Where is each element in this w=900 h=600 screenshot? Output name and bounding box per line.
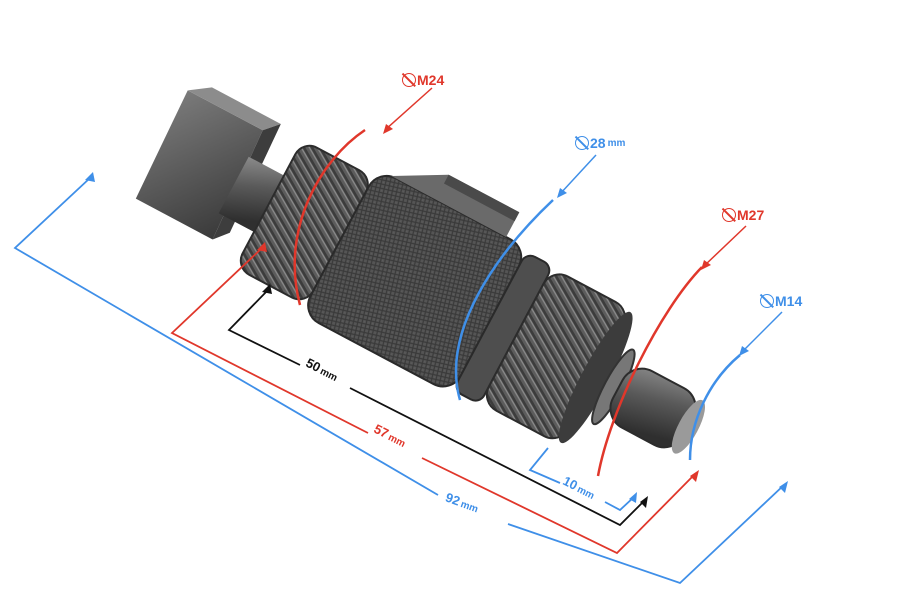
dim-57-line: [170, 247, 696, 555]
m27-leader: [703, 225, 747, 267]
m14-arrow: [739, 346, 749, 356]
m14-text: M14: [775, 293, 803, 309]
d28-arc-line: [454, 199, 554, 401]
dim-92-line: [13, 177, 785, 585]
knurled-body: [307, 174, 523, 388]
dim-50-arrow-start: [262, 284, 272, 294]
m14-ring-line: [688, 354, 741, 461]
dim-50-line: [227, 289, 646, 527]
d28-leader: [559, 154, 597, 195]
neck: [218, 156, 289, 235]
dim-57-arrow-end: [690, 470, 699, 482]
dim-10-line: [528, 447, 635, 512]
m24-ring-line: [293, 128, 366, 306]
d28-unit: mm: [607, 137, 626, 149]
dim-57-arrow-start: [257, 242, 267, 252]
diameter-symbol-icon: [760, 294, 774, 308]
d28-value: 28: [590, 135, 606, 151]
dim-10-arrow-end: [629, 492, 637, 503]
end-face: [558, 311, 633, 444]
m24-leader: [384, 87, 433, 131]
diameter-symbol-icon: [575, 136, 589, 150]
m24-arrow: [383, 124, 393, 134]
diameter-symbol-icon: [402, 73, 416, 87]
m14-pin: [609, 367, 706, 454]
d28-label: 28 mm: [575, 135, 625, 151]
dim-50-arrow-end: [640, 496, 648, 508]
m14-leader: [741, 311, 783, 353]
m27-ring-line: [596, 266, 703, 477]
m24-text: M24: [417, 72, 445, 88]
d28-arrow: [557, 188, 567, 198]
m27-arrow: [701, 260, 711, 270]
dim-92-arrow-end: [779, 481, 788, 493]
m27-label: M27: [722, 207, 764, 223]
dim-92-arrow-start: [85, 172, 95, 182]
m27-text: M27: [737, 207, 765, 223]
diameter-symbol-icon: [722, 208, 736, 222]
m24-label: M24: [402, 72, 444, 88]
extractor-tool: [135, 87, 706, 454]
m14-label: M14: [760, 293, 802, 309]
